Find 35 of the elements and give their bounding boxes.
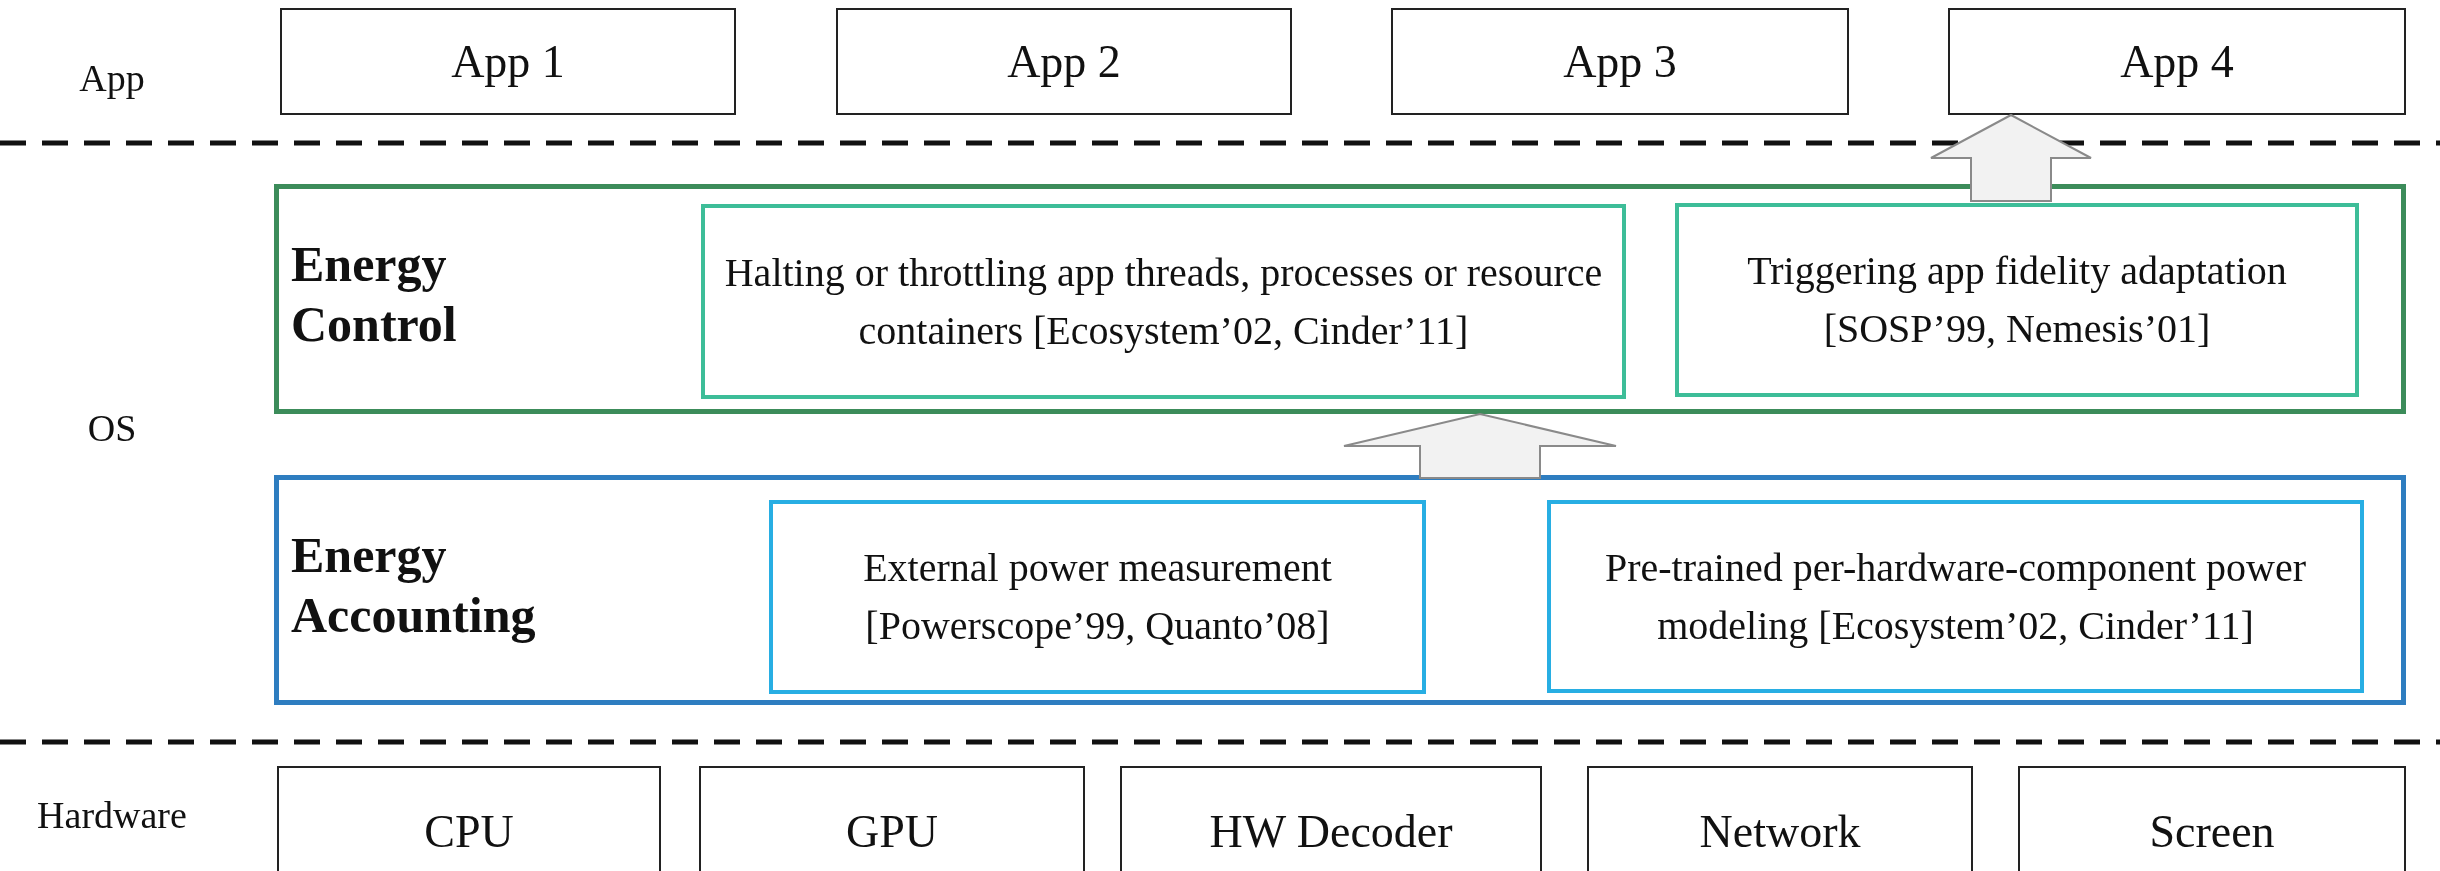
technique-text: Halting or throttling app threads, processes or resource containers [Ecosystem’02, Cinder’11] <box>723 248 1604 355</box>
technique-box <box>1547 500 2364 693</box>
component-label: App 2 <box>1007 35 1121 88</box>
component-label: GPU <box>846 804 938 858</box>
hardware-box <box>1120 766 1542 871</box>
technique-box <box>1675 203 2359 397</box>
hardware-box <box>1587 766 1973 871</box>
component-label: HW Decoder <box>1209 804 1453 858</box>
layer-label: Hardware <box>37 793 187 837</box>
layer-heading: Energy Accounting <box>291 526 537 645</box>
app-box <box>280 8 736 115</box>
layer-label: OS <box>87 406 137 450</box>
app-box <box>836 8 1292 115</box>
app-box <box>1948 8 2406 115</box>
hardware-box <box>277 766 661 871</box>
energy-accounting-panel <box>274 475 2406 705</box>
component-label: Screen <box>2149 804 2275 858</box>
technique-text: Triggering app fidelity adaptation [SOSP’99, Nemesis’01] <box>1746 247 2288 353</box>
app-box <box>1391 8 1849 115</box>
component-label: Network <box>1699 804 1861 858</box>
layer-label: App <box>79 56 145 100</box>
technique-box <box>769 500 1426 694</box>
technique-text: Pre-trained per-hardware-component power modeling [Ecosystem’02, Cinder’11] <box>1603 543 2308 650</box>
energy-control-panel <box>274 184 2406 414</box>
block-arrow <box>1930 113 2092 202</box>
component-label: App 1 <box>451 35 565 88</box>
hardware-box <box>699 766 1085 871</box>
block-arrow <box>1343 412 1617 479</box>
component-label: App 4 <box>2120 35 2234 88</box>
layer-heading: Energy Control <box>291 235 458 354</box>
component-label: App 3 <box>1563 35 1677 88</box>
technique-box <box>701 204 1626 399</box>
hardware-box <box>2018 766 2406 871</box>
technique-text: External power measurement [Powerscope’99, Quanto’08] <box>862 544 1333 650</box>
component-label: CPU <box>424 804 514 858</box>
